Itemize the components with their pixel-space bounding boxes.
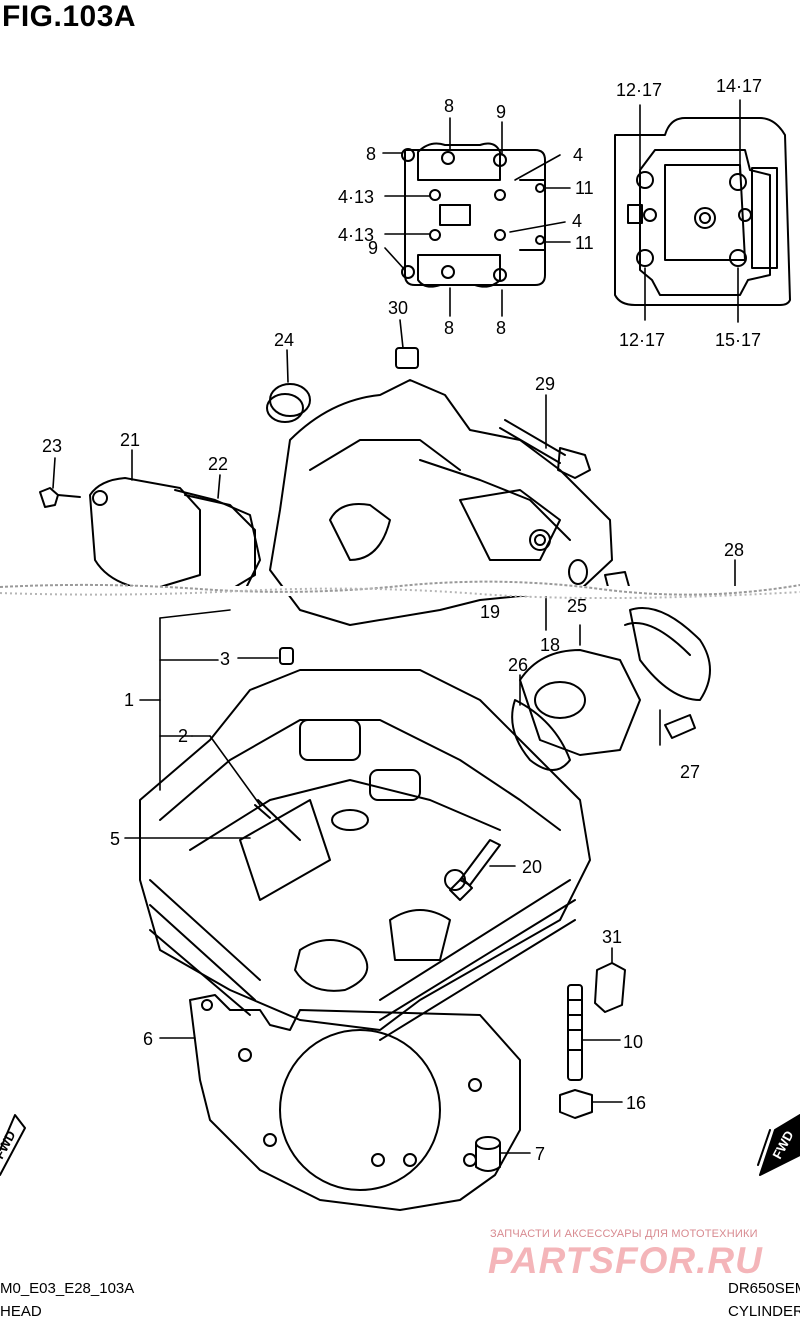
page-tear-strip [0, 580, 800, 600]
nut-16-drawing [559, 1089, 593, 1119]
bolt-23-drawing [39, 487, 81, 508]
cylinder-head-cover-drawing [614, 117, 791, 306]
callout-16: 16 [626, 1093, 646, 1113]
figure-title: FIG.103A [2, 0, 137, 33]
callout-6: 6 [143, 1029, 153, 1049]
leader-lines [52, 99, 741, 1154]
callout-12-17-top: 12·17 [616, 80, 662, 100]
callout-labels: 8 9 8 4 4·13 11 4 4·13 11 9 8 8 12·17 14… [42, 76, 762, 1164]
callout-1: 1 [124, 690, 134, 710]
callout-20: 20 [522, 857, 542, 877]
diagram-code: M0_E03_E28_103A [0, 1280, 135, 1297]
callout-4-13-upper: 4·13 [338, 187, 374, 207]
callout-15-17: 15·17 [715, 330, 761, 350]
gasket-22-drawing [184, 494, 256, 591]
callout-8-top: 8 [444, 96, 454, 116]
callout-8-bottom-right: 8 [496, 318, 506, 338]
model-code: DR650SEM [728, 1280, 800, 1297]
callout-3: 3 [220, 649, 230, 669]
watermark-logo: PARTSFOR.RU [488, 1240, 763, 1281]
callout-11-lower: 11 [575, 233, 594, 253]
callout-23: 23 [42, 436, 62, 456]
cylinder-head-drawing [139, 669, 591, 1041]
callout-4-13-lower: 4·13 [338, 225, 374, 245]
callout-24: 24 [274, 330, 294, 350]
camshaft-holder-drawing [401, 142, 546, 288]
callout-14-17: 14·17 [716, 76, 762, 96]
callout-5: 5 [110, 829, 120, 849]
callout-9-top: 9 [496, 102, 506, 122]
head-cover-drawing [269, 347, 613, 626]
watermark-tagline: ЗАПЧАСТИ И АКСЕССУАРЫ ДЛЯ МОТОТЕХНИКИ [490, 1228, 758, 1240]
callout-21: 21 [120, 430, 140, 450]
callout-8-left: 8 [366, 144, 376, 164]
oil-filter-cap-21-drawing [89, 477, 261, 591]
callout-28: 28 [724, 540, 744, 560]
callout-30: 30 [388, 298, 408, 318]
callout-22: 22 [208, 454, 228, 474]
callout-9-lower: 9 [368, 238, 378, 258]
oil-seal-24-drawing [266, 383, 311, 423]
callout-4-lower: 4 [572, 211, 582, 231]
callout-4-upper: 4 [573, 145, 583, 165]
callout-11-upper: 11 [575, 178, 594, 198]
callout-8-bottom-left: 8 [444, 318, 454, 338]
dowel-pin-7-drawing [475, 1136, 501, 1172]
callout-18: 18 [540, 635, 560, 655]
callout-10: 10 [623, 1032, 643, 1052]
callout-31: 31 [602, 927, 622, 947]
pad-31-drawing [594, 962, 626, 1013]
callout-7: 7 [535, 1144, 545, 1164]
callout-12-17-bottom: 12·17 [619, 330, 665, 350]
fwd-arrow-left-drawing [0, 1114, 26, 1176]
intake-pipe-drawing [511, 559, 711, 771]
bolt-29-drawing [499, 419, 591, 479]
section-name: CYLINDER [728, 1303, 800, 1320]
callout-2: 2 [178, 726, 188, 746]
dowel-3-drawing [279, 647, 294, 665]
callout-26: 26 [508, 655, 528, 675]
spark-plug-20-drawing [449, 839, 501, 901]
stud-bolt-10-drawing [567, 984, 583, 1081]
callout-29: 29 [535, 374, 555, 394]
fwd-arrow-right-drawing [757, 1114, 800, 1176]
callout-27: 27 [680, 762, 700, 782]
callout-19: 19 [480, 602, 500, 622]
head-gasket-6-drawing [189, 994, 521, 1211]
diagram-part-name: HEAD [0, 1303, 42, 1320]
callout-25: 25 [567, 596, 587, 616]
